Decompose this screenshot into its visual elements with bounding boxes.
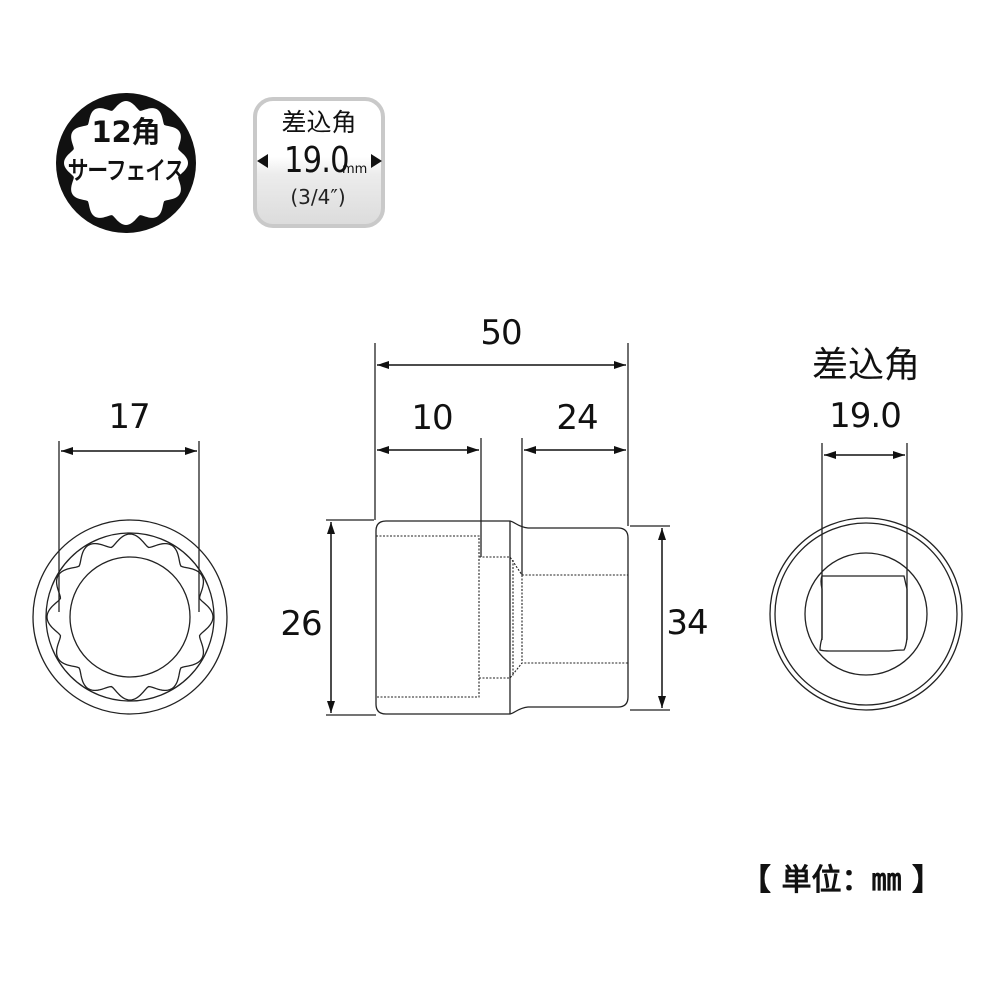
back-view-title: 差込角: [811, 345, 921, 386]
point-type-label: 12角: [91, 115, 161, 149]
surface-label: サーフェイス: [67, 156, 185, 185]
unit-note: 【 単位：㎜ 】: [741, 863, 942, 898]
side-view: [326, 343, 670, 716]
dim-head-length: 24: [556, 398, 598, 438]
arrow-right-icon: [371, 154, 382, 168]
drive-size-title: 差込角: [281, 108, 357, 137]
12-point-badge-icon: [56, 93, 196, 233]
drive-size-badge: [253, 97, 385, 228]
front-view: [32, 441, 228, 715]
drive-size-unit: mm: [342, 162, 368, 177]
drive-size-value: 19.0: [284, 140, 350, 181]
dim-drive-depth: 10: [411, 398, 453, 438]
dim-drive-end-diameter: 26: [280, 604, 322, 644]
dim-head-diameter: 34: [666, 603, 708, 643]
drive-size-inch: (3/4″): [290, 185, 346, 209]
dim-square-drive: 19.0: [829, 396, 902, 436]
arrow-left-icon: [257, 154, 268, 168]
dim-total-length: 50: [480, 313, 522, 353]
dim-front-width: 17: [108, 397, 150, 437]
back-view: [769, 443, 963, 711]
